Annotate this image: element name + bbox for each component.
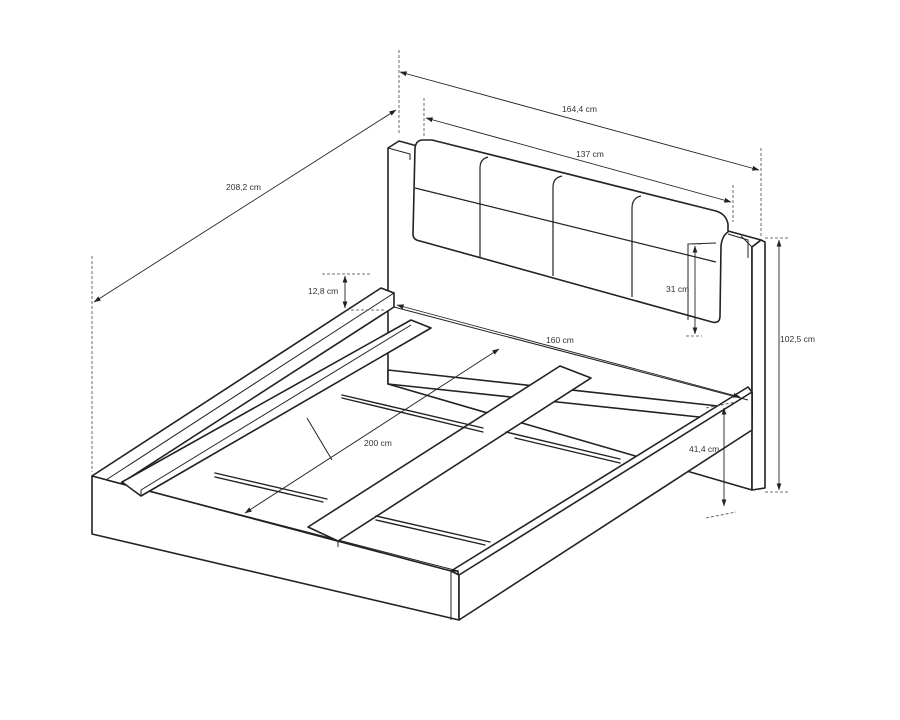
right-side-face bbox=[458, 391, 753, 621]
label-total-length: 208,2 cm bbox=[226, 182, 261, 192]
dimensions: 208,2 cm 164,4 cm 137 cm 31 cm 102,5 cm … bbox=[91, 50, 815, 519]
label-frame-height: 41,4 cm bbox=[689, 444, 719, 454]
label-panel-width: 137 cm bbox=[576, 149, 604, 159]
label-panel-height: 31 cm bbox=[666, 284, 689, 294]
headboard-right-post bbox=[751, 239, 766, 491]
cross-slat-2 bbox=[514, 437, 621, 464]
dim-line-mattress-width bbox=[396, 304, 741, 398]
cross-slat-4 bbox=[375, 519, 486, 546]
label-total-width: 164,4 cm bbox=[562, 104, 597, 114]
dim-line-total-length bbox=[93, 109, 397, 303]
label-mattress-width: 160 cm bbox=[546, 335, 574, 345]
dim-line-mattress-length bbox=[244, 348, 500, 514]
label-rail-height: 12,8 cm bbox=[308, 286, 338, 296]
dim-line-panel-width bbox=[425, 117, 732, 203]
cross-slat-3 bbox=[214, 476, 324, 503]
bed-frame bbox=[90, 287, 753, 621]
label-mattress-length: 200 cm bbox=[364, 438, 392, 448]
label-total-height: 102,5 cm bbox=[780, 334, 815, 344]
